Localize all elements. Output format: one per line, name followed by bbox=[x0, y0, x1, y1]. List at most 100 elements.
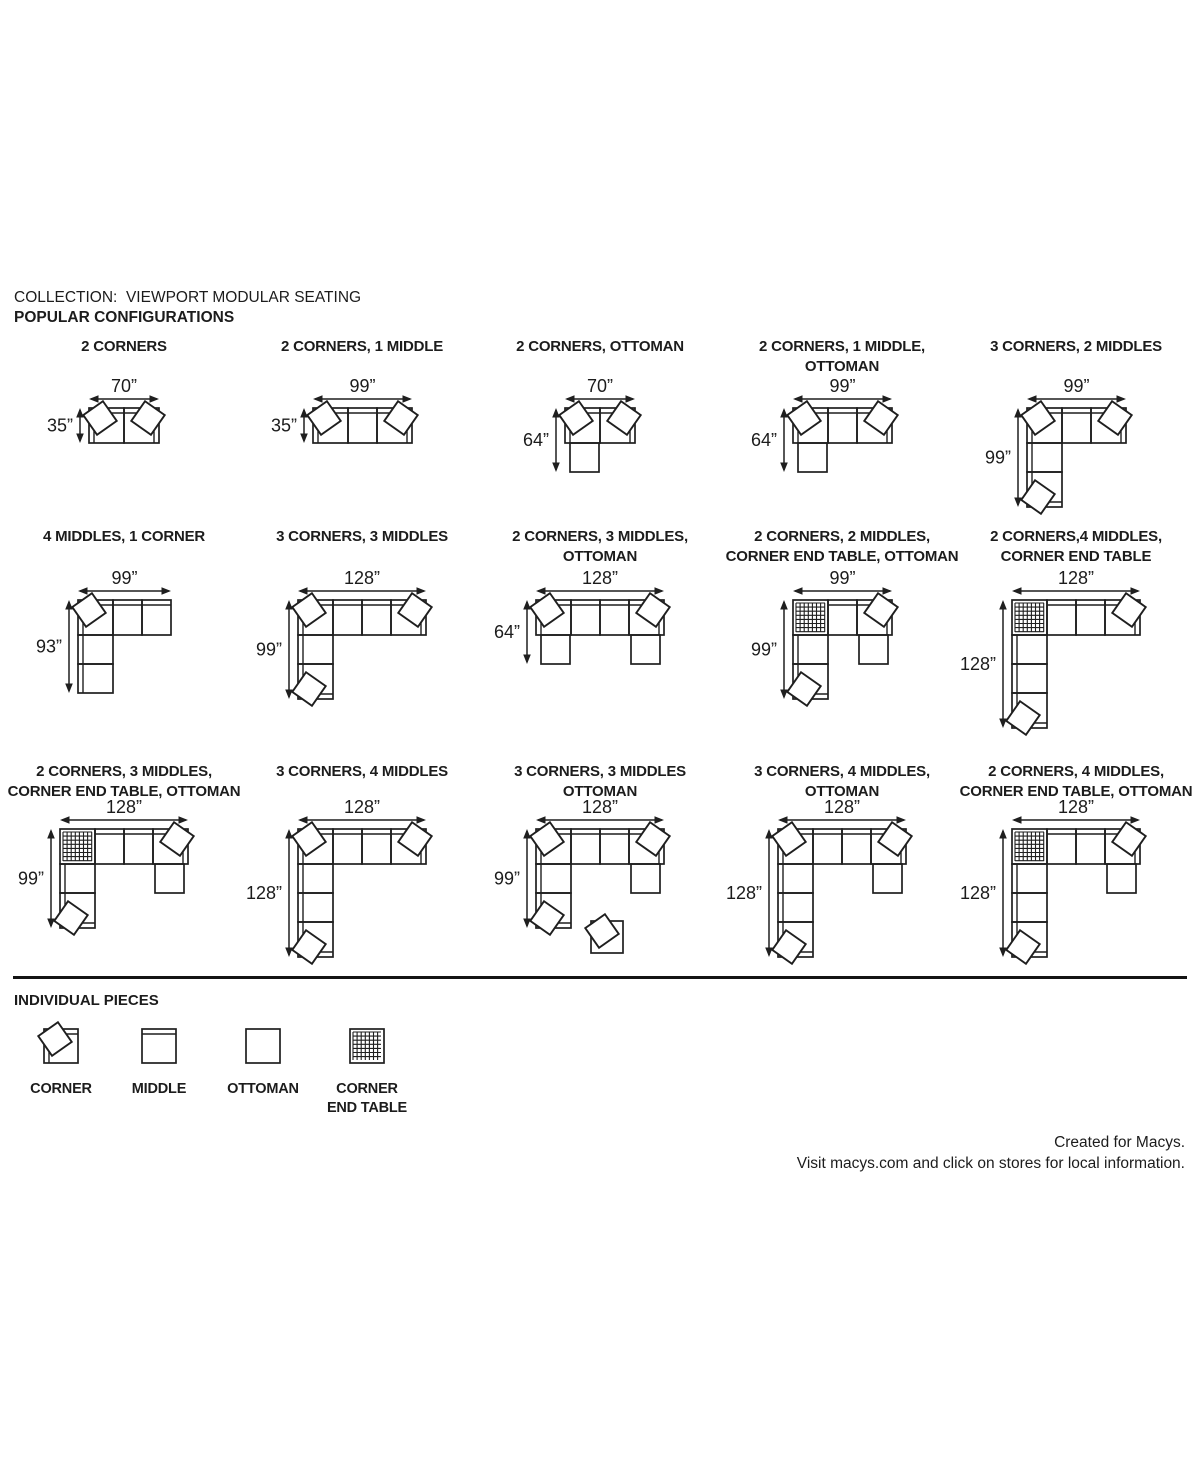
width-dimension-label: 128” bbox=[1058, 797, 1094, 817]
pillow-icon bbox=[290, 670, 328, 708]
height-dimension-label: 35” bbox=[47, 416, 73, 436]
config-title-4: 2 CORNERS, 1 MIDDLE, OTTOMAN bbox=[722, 337, 962, 377]
section-divider bbox=[13, 976, 1187, 979]
pillow-icon bbox=[382, 399, 419, 437]
pillow-icon bbox=[36, 1020, 74, 1058]
config-title-line: 2 CORNERS, 1 MIDDLE, bbox=[758, 338, 926, 355]
dimension-arrows bbox=[552, 395, 635, 472]
width-dimension-label: 99” bbox=[829, 376, 855, 396]
pillow-icon bbox=[1110, 591, 1148, 629]
piece-middle bbox=[141, 1028, 177, 1064]
legend-endtable-icon bbox=[349, 1028, 385, 1064]
config-title-line: 2 CORNERS, 3 MIDDLES, bbox=[512, 528, 688, 545]
width-dimension-label: 128” bbox=[824, 797, 860, 817]
individual-pieces-heading: INDIVIDUAL PIECES bbox=[14, 992, 159, 1009]
config-diagram-13: 128”99” bbox=[494, 797, 672, 954]
height-dimension-label: 128” bbox=[960, 883, 996, 903]
config-title-line: CORNER END TABLE bbox=[1000, 548, 1152, 565]
config-title-line: 2 CORNERS,4 MIDDLES, bbox=[990, 528, 1162, 545]
legend-label-line: END TABLE bbox=[326, 1100, 408, 1116]
config-title-line: OTTOMAN bbox=[804, 783, 880, 800]
pillow-icon bbox=[290, 820, 328, 858]
footer-line-1: Created for Macys. bbox=[1054, 1134, 1185, 1151]
width-dimension-label: 99” bbox=[111, 568, 137, 588]
dimension-arrows bbox=[47, 816, 188, 928]
width-dimension-label: 128” bbox=[344, 568, 380, 588]
pillow-icon bbox=[528, 820, 566, 858]
piece-ottoman bbox=[796, 442, 828, 473]
dimension-arrows bbox=[999, 587, 1140, 728]
dimension-arrows bbox=[64, 587, 171, 693]
pillow-icon bbox=[634, 591, 672, 629]
footer-line-2: Visit macys.com and click on stores for … bbox=[796, 1155, 1185, 1172]
height-dimension-label: 99” bbox=[750, 640, 776, 660]
pillow-icon bbox=[290, 928, 328, 966]
height-dimension-label: 64” bbox=[750, 430, 776, 450]
pillow-icon bbox=[70, 591, 107, 629]
width-dimension-label: 128” bbox=[106, 797, 142, 817]
config-diagram-3: 70” 64” bbox=[523, 376, 643, 473]
config-title-line: OTTOMAN bbox=[804, 358, 880, 375]
piece-ottoman bbox=[569, 442, 600, 473]
piece-endtable bbox=[1011, 828, 1048, 865]
height-dimension-label: 128” bbox=[246, 883, 282, 903]
config-title-line: CORNER END TABLE, OTTOMAN bbox=[959, 783, 1193, 800]
pillow-icon bbox=[158, 820, 196, 858]
piece-endtable bbox=[59, 828, 96, 865]
piece-ottoman bbox=[154, 863, 185, 894]
height-dimension-label: 64” bbox=[494, 622, 520, 642]
dimension-arrows bbox=[285, 587, 426, 699]
config-title-line: 2 CORNERS, OTTOMAN bbox=[516, 338, 684, 355]
footer: Created for Macys. Visit macys.com and c… bbox=[797, 1132, 1185, 1174]
config-title-15: 2 CORNERS, 4 MIDDLES,CORNER END TABLE, O… bbox=[956, 762, 1196, 802]
piece-ottoman bbox=[630, 634, 661, 665]
height-dimension-label: 35” bbox=[270, 416, 296, 436]
config-diagram-9: 99”99” bbox=[750, 568, 899, 708]
config-diagram-14: 128”128” bbox=[726, 797, 914, 966]
legend-label-corner: CORNER bbox=[0, 1080, 131, 1099]
pillow-icon bbox=[1004, 928, 1042, 966]
height-dimension-label: 64” bbox=[523, 430, 549, 450]
piece-ottoman bbox=[540, 634, 571, 665]
collection-label: COLLECTION: VIEWPORT MODULAR SEATING bbox=[14, 289, 362, 306]
config-diagram-4: 99” 64” bbox=[750, 376, 899, 473]
pillow-icon bbox=[305, 399, 342, 437]
config-title-line: CORNER END TABLE, OTTOMAN bbox=[725, 548, 959, 565]
width-dimension-label: 99” bbox=[349, 376, 375, 396]
dimension-arrows bbox=[76, 395, 159, 443]
dimension-arrows bbox=[779, 395, 892, 472]
pillow-icon bbox=[1019, 478, 1056, 516]
pillow-icon bbox=[770, 820, 808, 858]
pillow-icon bbox=[1110, 820, 1148, 858]
config-title-line: OTTOMAN bbox=[562, 783, 638, 800]
pillow-icon bbox=[557, 399, 595, 437]
config-title-line: 3 CORNERS, 4 MIDDLES, bbox=[754, 763, 930, 780]
pillow-icon bbox=[862, 399, 899, 437]
config-title-11: 2 CORNERS, 3 MIDDLES,CORNER END TABLE, O… bbox=[4, 762, 244, 802]
piece-endtable bbox=[1011, 599, 1048, 636]
pillow-icon bbox=[81, 399, 119, 437]
config-title-line: CORNER END TABLE, OTTOMAN bbox=[7, 783, 241, 800]
config-diagram-2: 99” 35” bbox=[270, 376, 419, 444]
legend-label-ottoman: OTTOMAN bbox=[193, 1080, 333, 1099]
height-dimension-label: 99” bbox=[18, 869, 44, 889]
width-dimension-label: 70” bbox=[587, 376, 613, 396]
config-title-9: 2 CORNERS, 2 MIDDLES,CORNER END TABLE, O… bbox=[722, 527, 962, 567]
pillow-icon bbox=[583, 912, 621, 950]
legend-label-line: MIDDLE bbox=[131, 1081, 187, 1097]
config-diagram-15: 128” 128” bbox=[960, 797, 1148, 966]
pillow-icon bbox=[129, 399, 167, 437]
config-diagram-11: 128” 99” bbox=[18, 797, 196, 937]
pillow-icon bbox=[770, 928, 808, 966]
config-title-3: 2 CORNERS, OTTOMAN bbox=[480, 337, 720, 357]
config-title-line: OTTOMAN bbox=[562, 548, 638, 565]
config-title-line: 3 CORNERS, 2 MIDDLES bbox=[990, 338, 1162, 355]
config-title-line: 2 CORNERS bbox=[81, 338, 167, 355]
pillow-icon bbox=[634, 820, 672, 858]
height-dimension-label: 93” bbox=[35, 637, 61, 657]
pillow-icon bbox=[52, 899, 90, 937]
piece-ottoman bbox=[630, 863, 661, 894]
piece-middle bbox=[76, 663, 114, 694]
config-diagram-8: 128”64” bbox=[494, 568, 672, 665]
